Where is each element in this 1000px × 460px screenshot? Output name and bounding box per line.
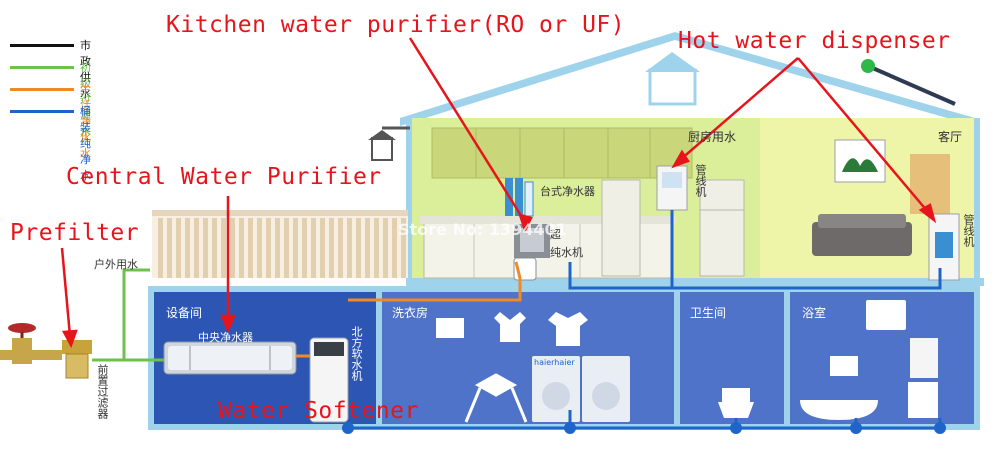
fence-bar bbox=[212, 218, 217, 278]
pipeline-machine-kitchen-icon bbox=[656, 165, 688, 211]
fence-bar bbox=[356, 218, 361, 278]
fence-bar bbox=[320, 218, 325, 278]
toilet-label: 卫生间 bbox=[690, 306, 727, 320]
solar-heater bbox=[867, 64, 956, 106]
fence-bar bbox=[221, 218, 226, 278]
fence-bar bbox=[257, 218, 262, 278]
roof-vent bbox=[648, 68, 697, 106]
central-unit-label: 中央净水器 bbox=[198, 331, 253, 344]
fence-bar bbox=[275, 218, 280, 278]
hot-water-dispenser-callout: Hot water dispenser bbox=[678, 28, 951, 54]
fence-bar bbox=[383, 218, 388, 278]
water-softener-callout: Water Softener bbox=[218, 398, 419, 424]
living-room-furniture bbox=[812, 139, 960, 281]
fence-bar bbox=[311, 218, 316, 278]
fence-bar bbox=[248, 218, 253, 278]
bathroom-icons bbox=[800, 300, 938, 420]
washer-brand-label: haierhaier bbox=[534, 358, 575, 367]
legend-label: 初级过滤水 bbox=[80, 61, 91, 138]
bathroom-label: 浴室 bbox=[802, 306, 827, 320]
legend-label: 桶装纯净水 bbox=[80, 105, 91, 182]
fence-bar bbox=[185, 218, 190, 278]
legend-swatch bbox=[10, 88, 74, 91]
fence-bar bbox=[284, 218, 289, 278]
fence-bar bbox=[329, 218, 334, 278]
valve-icon bbox=[8, 323, 36, 364]
ro-machine-icon bbox=[513, 224, 550, 281]
toilet-icon bbox=[718, 388, 754, 418]
living-room-label: 客厅 bbox=[938, 130, 963, 144]
fence-bar bbox=[158, 218, 163, 278]
pipeline-machine-kitchen-label: 管线机 bbox=[694, 164, 707, 197]
kitchen-cabinets bbox=[420, 127, 745, 279]
prefilter-unit-label: 前置过滤器 bbox=[96, 364, 109, 419]
fence-bar bbox=[374, 218, 379, 278]
fence-bar bbox=[239, 218, 244, 278]
fence-bar bbox=[347, 218, 352, 278]
laundry-label: 洗衣房 bbox=[392, 306, 429, 320]
fence-bar bbox=[401, 218, 406, 278]
central-purifier-callout: Central Water Purifier bbox=[66, 164, 382, 190]
legend-label: 生活净化水 bbox=[80, 83, 91, 160]
fence-bar bbox=[392, 218, 397, 278]
fence-bar bbox=[167, 218, 172, 278]
softener-icon bbox=[309, 337, 349, 423]
outdoor-water-label: 户外用水 bbox=[94, 258, 138, 271]
equipment-room-label: 设备间 bbox=[166, 306, 203, 320]
lantern-icon bbox=[368, 126, 410, 161]
fence-bar bbox=[302, 218, 307, 278]
legend-swatch bbox=[10, 66, 74, 69]
legend-swatch bbox=[10, 44, 74, 47]
pipeline-machine-living-label: 管线机 bbox=[962, 214, 975, 247]
fence-bar bbox=[230, 218, 235, 278]
solar-tank-icon bbox=[861, 59, 875, 73]
fence-bar bbox=[365, 218, 370, 278]
fence-bar bbox=[194, 218, 199, 278]
softener-unit-label: 北方软水机 bbox=[350, 326, 363, 381]
pure-water-prefix-label: 超 bbox=[550, 228, 561, 241]
callout-arrows bbox=[60, 37, 937, 349]
legend-label: 市政供水 bbox=[80, 39, 91, 100]
legend-swatch bbox=[10, 110, 74, 113]
kitchen-label: 厨房用水 bbox=[688, 130, 737, 144]
prefilter-callout: Prefilter bbox=[10, 220, 140, 246]
laundry-icons bbox=[436, 312, 630, 423]
fence-bar bbox=[338, 218, 343, 278]
balcony-fence bbox=[152, 210, 408, 278]
central-purifier-icon bbox=[163, 341, 297, 375]
store-watermark: Store No: 1394401 bbox=[398, 220, 567, 239]
pipes bbox=[92, 210, 942, 430]
desktop-purifier-label: 台式净水器 bbox=[540, 185, 595, 198]
fence-bar bbox=[266, 218, 271, 278]
fence-bar bbox=[176, 218, 181, 278]
fence-bar bbox=[293, 218, 298, 278]
fence-bar bbox=[203, 218, 208, 278]
pipe-joints bbox=[342, 422, 946, 434]
kitchen-purifier-callout: Kitchen water purifier(RO or UF) bbox=[166, 12, 626, 38]
pure-water-machine-label: 纯水机 bbox=[550, 246, 583, 259]
